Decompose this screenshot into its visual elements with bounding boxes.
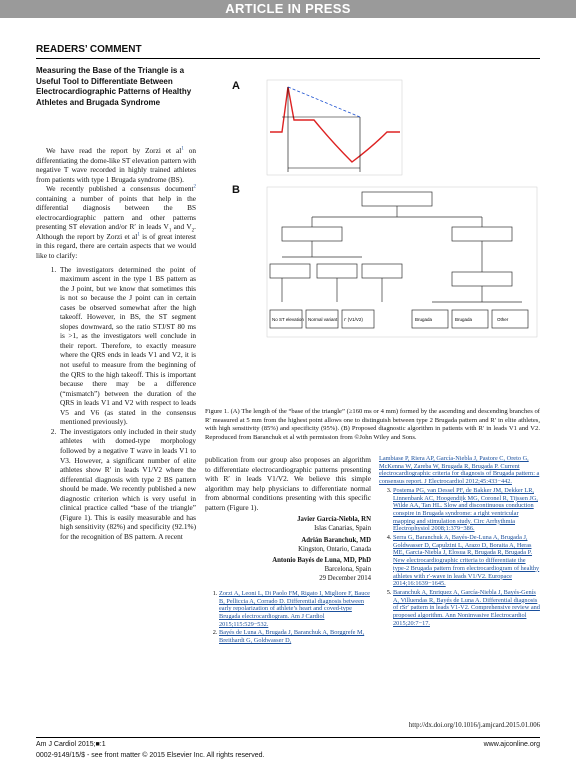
numbered-points: The investigators determined the point o…: [36, 265, 196, 542]
continued-paragraph: publication from our group also proposes…: [205, 455, 371, 512]
reference-3[interactable]: Postema PG, van Dessel PF, de Bakker JM,…: [393, 487, 540, 533]
copyright-line: 0002-9149/15/$ - see front matter © 2015…: [36, 752, 265, 759]
references-col3-numbered: Postema PG, van Dessel PF, de Bakker JM,…: [379, 487, 540, 628]
references-col2: Zorzi A, Leoni L, Di Paolo FM, Rigato I,…: [205, 590, 371, 645]
journal-url[interactable]: www.ajconline.org: [483, 741, 540, 748]
figure-caption: Figure 1. (A) The length of the “base of…: [205, 408, 540, 442]
reference-5[interactable]: Baranchuk A, Enriquez A, García-Niebla J…: [393, 589, 540, 628]
leaf-label: Other: [497, 317, 509, 322]
letter-date: 29 December 2014: [319, 575, 371, 583]
reference-2[interactable]: Bayés de Luna A, Brugada J, Baranchuk A,…: [219, 629, 371, 644]
column-1: We have read the report by Zorzi et al1 …: [36, 146, 196, 541]
leaf-label: Normal variant: [308, 317, 338, 322]
author-location: Kingston, Ontario, Canada: [298, 545, 371, 553]
references-col3: Lambiase P, Riera AP, García-Niebla J, P…: [379, 455, 540, 486]
leaf-label: Brugada: [415, 317, 433, 322]
reference-1[interactable]: Zorzi A, Leoni L, Di Paolo FM, Rigato I,…: [219, 590, 371, 629]
section-heading: READERS’ COMMENT: [36, 44, 142, 55]
author-location: Barcelona, Spain: [324, 566, 371, 574]
column-2: publication from our group also proposes…: [205, 455, 371, 646]
intro-paragraph-1: We have read the report by Zorzi et al1 …: [36, 146, 197, 184]
author-name: Antonio Bayés de Luna, MD, PhD: [272, 557, 371, 565]
doi-link[interactable]: http://dx.doi.org/10.1016/j.amjcard.2015…: [408, 722, 540, 729]
reference-2-continued[interactable]: Lambiase P, Riera AP, García-Niebla J, P…: [379, 455, 540, 486]
panel-a-label: A: [232, 80, 240, 92]
point-1: The investigators determined the point o…: [58, 265, 196, 427]
article-in-press-banner: ARTICLE IN PRESS: [0, 0, 576, 18]
figure-1: A B No ST e: [222, 72, 540, 402]
point-2: The investigators only included in their…: [58, 427, 196, 542]
signature-block: Javier García-Niebla, RN Islas Canarias,…: [205, 516, 371, 584]
journal-citation: Am J Cardiol 2015;■:1: [36, 741, 106, 748]
reference-4[interactable]: Serra G, Baranchuk A, Bayés-De-Luna A, B…: [393, 534, 540, 588]
author-name: Javier García-Niebla, RN: [297, 516, 371, 524]
leaf-label: r′ (V1/V2): [344, 317, 363, 322]
column-3: Lambiase P, Riera AP, García-Niebla J, P…: [379, 455, 540, 628]
leaf-label: No ST elevation: [272, 317, 304, 322]
section-rule: [36, 58, 540, 59]
footer-rule: [36, 737, 540, 738]
author-location: Islas Canarias, Spain: [314, 525, 371, 533]
figure-graphics: No ST elevation Normal variant r′ (V1/V2…: [266, 79, 538, 338]
author-name: Adrián Baranchuk, MD: [301, 536, 371, 544]
panel-b-label: B: [232, 184, 240, 196]
leaf-label: Brugada: [455, 317, 473, 322]
article-title: Measuring the Base of the Triangle is a …: [36, 66, 192, 107]
intro-paragraph-2: We recently published a consensus docume…: [36, 184, 196, 261]
